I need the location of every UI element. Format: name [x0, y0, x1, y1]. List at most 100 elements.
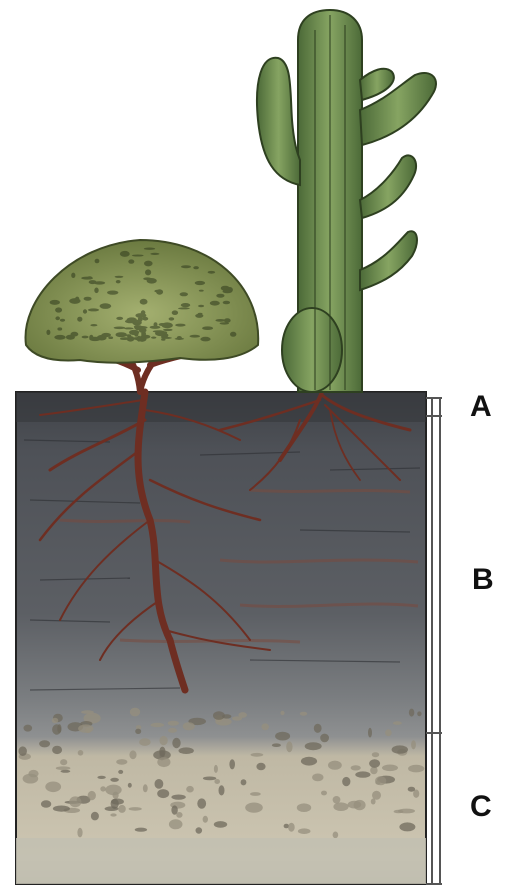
pebble — [241, 779, 247, 785]
pebble — [69, 796, 81, 807]
leaf-cluster — [55, 316, 60, 320]
pebble — [24, 725, 33, 732]
pebble — [298, 828, 311, 834]
pebble — [261, 723, 269, 730]
leaf-cluster — [87, 276, 92, 279]
leaf-cluster — [60, 319, 65, 322]
pebble — [135, 729, 141, 734]
pebble — [135, 828, 147, 832]
leaf-cluster — [101, 333, 111, 337]
leaf-cluster — [100, 303, 112, 309]
leaf-cluster — [169, 317, 175, 320]
pebble — [78, 724, 93, 732]
pebble — [312, 774, 323, 782]
leaf-cluster — [141, 310, 146, 315]
leaf-cluster — [108, 336, 113, 339]
leaf-cluster — [150, 253, 159, 255]
pebble — [129, 750, 136, 759]
pebble — [301, 757, 317, 766]
pebble — [320, 734, 329, 743]
pebble — [88, 791, 96, 800]
pebble — [111, 799, 124, 805]
leaf-cluster — [198, 313, 203, 315]
horizon-brackets — [426, 398, 442, 884]
pebble — [342, 777, 350, 786]
pebble — [100, 786, 106, 791]
leaf-cluster — [95, 259, 100, 264]
leaf-cluster — [94, 288, 98, 294]
pebble — [196, 827, 203, 833]
leaf-cluster — [77, 317, 82, 322]
pebble — [157, 789, 169, 798]
leaf-cluster — [195, 281, 205, 285]
leaf-cluster — [120, 251, 130, 257]
pebble — [250, 792, 261, 796]
pebble — [53, 806, 70, 812]
leaf-cluster — [66, 335, 75, 340]
leaf-cluster — [128, 259, 134, 263]
pebble — [328, 761, 342, 770]
leaf-cluster — [75, 297, 79, 302]
horizon-label-b: B — [472, 565, 494, 595]
leaf-cluster — [224, 318, 231, 323]
leaf-cluster — [115, 276, 124, 278]
pebble — [286, 741, 292, 752]
leaf-cluster — [223, 290, 233, 294]
leaf-cluster — [83, 309, 87, 313]
pebble — [45, 782, 61, 793]
pebble — [203, 816, 208, 823]
pebble — [39, 740, 50, 747]
leaf-cluster — [220, 322, 229, 324]
leaf-cluster — [46, 330, 50, 335]
horizon-label-a: A — [470, 392, 492, 422]
pebble — [288, 823, 295, 832]
pebble — [393, 721, 402, 725]
pebble — [56, 766, 71, 770]
pebble — [160, 736, 168, 745]
pebble — [351, 765, 361, 770]
pebble — [214, 821, 227, 828]
pebble — [172, 738, 180, 748]
leaf-cluster — [116, 317, 123, 320]
leaf-cluster — [140, 299, 148, 305]
pebble — [417, 711, 421, 716]
leaf-cluster — [144, 261, 153, 267]
pebble — [61, 770, 71, 773]
leaf-cluster — [161, 337, 172, 339]
pebble — [219, 785, 225, 795]
pebble — [229, 759, 235, 769]
pebble — [385, 729, 392, 736]
pebble — [372, 791, 381, 800]
pebble — [183, 722, 195, 730]
leaf-cluster — [181, 303, 190, 307]
pebble — [60, 759, 67, 765]
pebble — [333, 832, 339, 839]
leaf-cluster — [150, 326, 161, 329]
pebble — [197, 798, 206, 808]
leaf-cluster — [50, 300, 60, 305]
pebble — [171, 795, 185, 800]
leaf-cluster — [132, 255, 144, 257]
pebble — [408, 787, 415, 792]
pebble — [300, 712, 307, 716]
pebble — [151, 723, 165, 727]
pebble — [118, 770, 123, 774]
leaf-cluster — [208, 271, 216, 274]
leaf-cluster — [177, 336, 182, 340]
leaf-cluster — [190, 335, 201, 338]
leaf-cluster — [134, 325, 142, 328]
pebble — [171, 805, 177, 814]
pebble — [372, 752, 379, 757]
pebble — [297, 803, 311, 812]
leaf-cluster — [126, 334, 131, 337]
pebble — [375, 776, 386, 785]
pebble — [214, 765, 218, 773]
leaf-cluster — [216, 294, 224, 298]
leaf-cluster — [134, 331, 138, 337]
pebble — [116, 759, 127, 765]
pebble — [52, 718, 59, 723]
pebble — [91, 812, 99, 821]
leaf-cluster — [151, 337, 156, 339]
leaf-cluster — [82, 336, 89, 339]
